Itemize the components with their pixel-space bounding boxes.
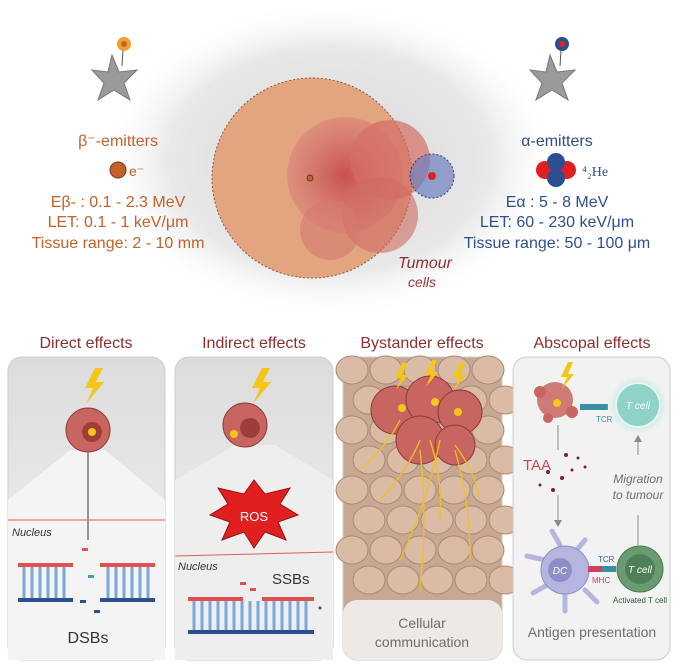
tissue-cell [471, 475, 505, 505]
tumour-label-2: cells [408, 274, 436, 290]
dsbs-label: DSBs [68, 630, 109, 647]
dna-double-strand-break-icon [18, 548, 155, 613]
t-cell-label-2: T cell [628, 565, 653, 576]
mhc-receptor [588, 566, 602, 572]
bystander-caption-1: Cellular [398, 615, 446, 631]
helium-nucleus-icon [536, 153, 576, 187]
mhc-label: MHC [592, 576, 610, 585]
dendritic-cell-icon: DC [524, 528, 600, 614]
beta-let: LET: 0.1 - 1 keV/μm [48, 214, 189, 231]
panel-bystander-effects: Cellular communication [335, 355, 522, 661]
taa-label: TAA [523, 457, 551, 474]
lightning-icon [85, 368, 104, 404]
lightning-icon [561, 362, 574, 389]
tissue-cell [454, 505, 488, 535]
tissue-cell [335, 355, 369, 385]
t-cell-icon [615, 382, 661, 428]
tissue-cell [420, 565, 454, 595]
tumour-mass [287, 117, 430, 260]
bystander-caption-2: communication [375, 634, 469, 650]
tissue-cell [352, 565, 386, 595]
ssbs-label: SSBs [272, 571, 310, 588]
lightning-icon [252, 368, 271, 404]
tissue-cell [471, 535, 505, 565]
tissue-cell [335, 535, 369, 565]
dying-tumour-cell-icon [534, 362, 578, 423]
tissue-cell [437, 475, 471, 505]
alpha-title: α-emitters [521, 133, 592, 150]
tissue-cell [386, 505, 420, 535]
signal-arrow [429, 439, 442, 521]
signal-arrow [454, 444, 481, 501]
irradiated-tumour-cluster [370, 360, 483, 466]
panel-abscopal-effects: TCR T cell TAA Migration to tumour DC TC… [512, 356, 671, 661]
panel-indirect-effects: ROS Nucleus SSBs [174, 356, 334, 661]
beta-targeting-molecule-icon [90, 37, 139, 102]
beta-source-dot [306, 174, 314, 182]
lightning-icon [395, 363, 408, 390]
dc-label: DC [553, 566, 568, 577]
beta-range: Tissue range: 2 - 10 mm [32, 235, 205, 252]
tissue-cell [335, 475, 369, 505]
tissue-cell [386, 565, 420, 595]
lightning-icon [425, 360, 438, 387]
tissue-cell [420, 505, 454, 535]
tissue-cell [352, 505, 386, 535]
tissue-cell [437, 535, 471, 565]
electron-icon [109, 161, 127, 179]
beta-title: β⁻-emitters [78, 133, 158, 150]
activated-t-cell-label: Activated T cell [613, 596, 667, 605]
beta-energy: Eβ- : 0.1 - 2.3 MeV [51, 194, 186, 211]
alpha-energy: Eα : 5 - 8 MeV [506, 194, 609, 211]
tissue-cell [335, 415, 369, 445]
signal-arrow [419, 449, 425, 591]
signal-arrows [359, 419, 481, 591]
tcr-label-2: TCR [598, 555, 615, 564]
tissue-cell [471, 355, 505, 385]
tissue-cell [369, 355, 403, 385]
panel-title-indirect: Indirect effects [202, 335, 306, 352]
migration-label-2: to tumour [613, 488, 665, 502]
alpha-emitter-info: α-emitters ⁴₂He Eα : 5 - 8 MeV LET: 60 -… [464, 133, 651, 252]
signal-arrow [359, 419, 401, 471]
helium-label: ⁴₂He [582, 165, 608, 180]
migration-label-1: Migration [613, 472, 663, 486]
alpha-let: LET: 60 - 230 keV/μm [480, 214, 634, 231]
antigen-particles [538, 453, 587, 492]
alpha-targeting-molecule-icon [528, 37, 577, 102]
tcr-receptor [602, 566, 616, 572]
alpha-source-dot [428, 172, 436, 180]
t-cell-label: T cell [626, 401, 651, 412]
panel-title-bystander: Bystander effects [360, 335, 483, 352]
nucleus-label: Nucleus [178, 561, 218, 573]
panel-title-abscopal: Abscopal effects [533, 335, 650, 352]
panel-direct-effects: Nucleus DSBs [7, 356, 166, 661]
tumour-label: Tumour [398, 255, 453, 272]
dna-single-strand-break-icon [188, 582, 322, 634]
signal-arrow [379, 439, 421, 501]
tissue-cell [403, 475, 437, 505]
alpha-range: Tissue range: 50 - 100 μm [464, 235, 651, 252]
nucleus-label: Nucleus [12, 527, 52, 539]
lightning-icon [453, 363, 466, 390]
panel-title-direct: Direct effects [39, 335, 132, 352]
beta-emitter-info: β⁻-emitters e⁻ Eβ- : 0.1 - 2.3 MeV LET: … [32, 133, 205, 252]
ros-label: ROS [240, 509, 269, 524]
electron-label: e⁻ [129, 163, 144, 179]
signal-arrow [454, 449, 471, 561]
tissue-cell [369, 535, 403, 565]
tissue-cell [454, 565, 488, 595]
tcr-label: TCR [596, 415, 613, 424]
tcr-receptor [580, 404, 608, 410]
ros-burst-icon [208, 479, 300, 549]
antigen-presentation-caption: Antigen presentation [528, 624, 656, 640]
